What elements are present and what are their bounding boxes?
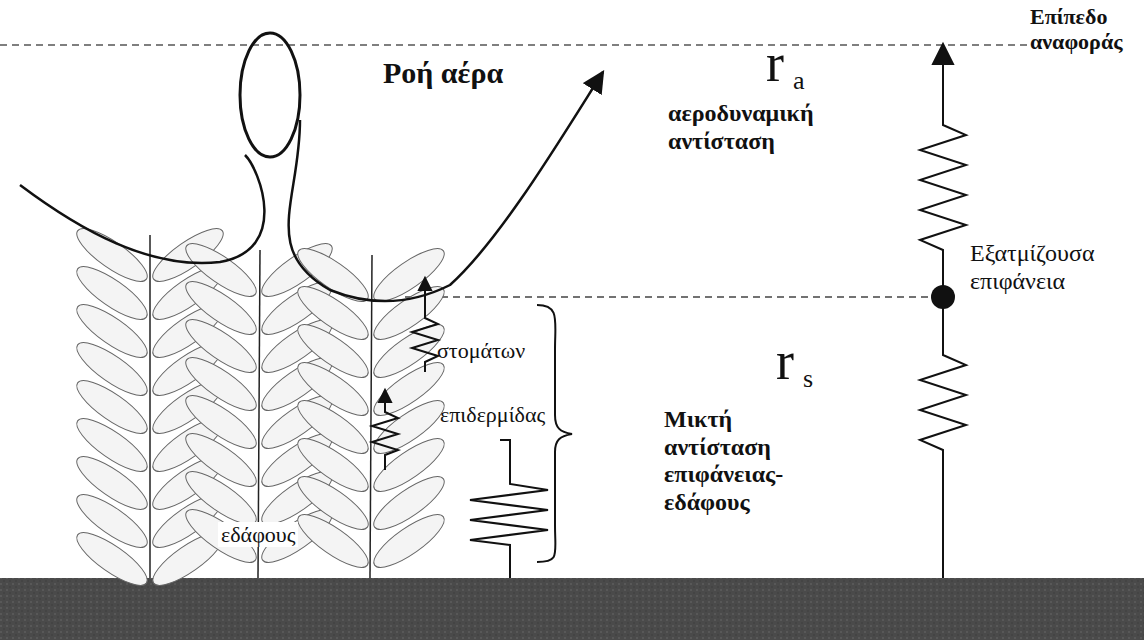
label: r (766, 32, 784, 94)
label: Ροή αέρα (383, 56, 503, 91)
label: Εξατμίζουσα επιφάνεια (970, 240, 1138, 295)
label: στομάτων (437, 338, 525, 363)
stems (150, 235, 372, 578)
label: a (793, 66, 805, 96)
label: r (776, 330, 794, 392)
label: επιδερμίδας (440, 402, 545, 427)
reference-level (0, 44, 1030, 46)
label: αεροδυναμική αντίσταση (668, 100, 838, 155)
stomatal-resistor (412, 278, 438, 372)
label: εδάφους (218, 522, 298, 547)
brace (537, 305, 572, 562)
cuticular-resistor (372, 390, 398, 470)
label: Μικτή αντίσταση επιφάνειας- εδάφους (664, 406, 824, 516)
label: s (803, 364, 813, 394)
eddy-loop (240, 33, 300, 157)
evaporating-surface-line (405, 296, 940, 298)
leaves (70, 220, 451, 593)
label: Επίπεδο αναφοράς (1030, 4, 1138, 55)
surface-resistor-chain (920, 44, 966, 578)
air-flow (20, 72, 603, 301)
soil-resistor (470, 440, 548, 578)
soil-band (0, 578, 1144, 640)
